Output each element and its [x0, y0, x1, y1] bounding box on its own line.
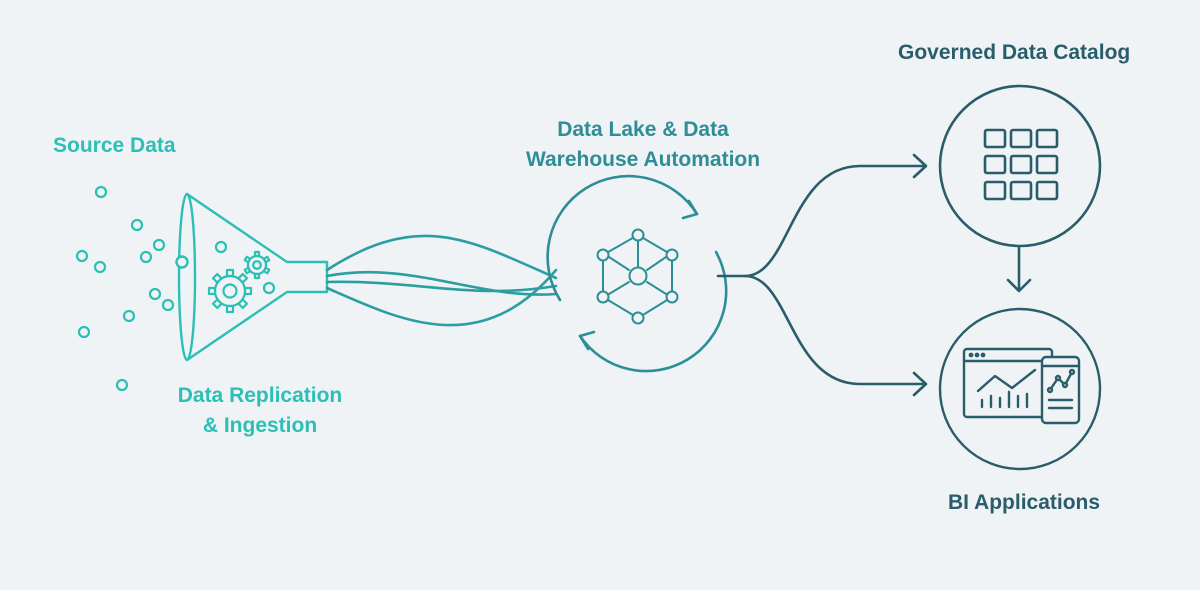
cycle-arrows-icon: [546, 174, 728, 373]
source-data-label: Source Data: [53, 134, 176, 157]
catalog-grid-icon: [938, 84, 1102, 248]
source-dots-icon: [75, 185, 276, 392]
lake-warehouse-label: Data Lake & Data Warehouse Automation: [512, 115, 774, 175]
replication-label-line2: & Ingestion: [202, 414, 318, 437]
catalog-label: Governed Data Catalog: [898, 41, 1131, 64]
replication-label-line1: Data Replication: [177, 384, 343, 407]
data-streams-icon: [325, 234, 558, 327]
replication-label: Data Replication & Ingestion: [164, 381, 356, 441]
bi-applications-label: BI Applications: [948, 491, 1101, 514]
lake-warehouse-label-line1: Data Lake & Data: [557, 118, 729, 141]
gears-icon: [207, 250, 271, 314]
funnel-icon: [175, 192, 329, 362]
network-hub-icon: [596, 228, 679, 325]
branch-arrows-icon: [716, 153, 928, 397]
lake-warehouse-label-line2: Warehouse Automation: [525, 148, 761, 171]
down-arrow-icon: [1006, 246, 1032, 293]
mobile-chart-icon: [1040, 355, 1081, 425]
